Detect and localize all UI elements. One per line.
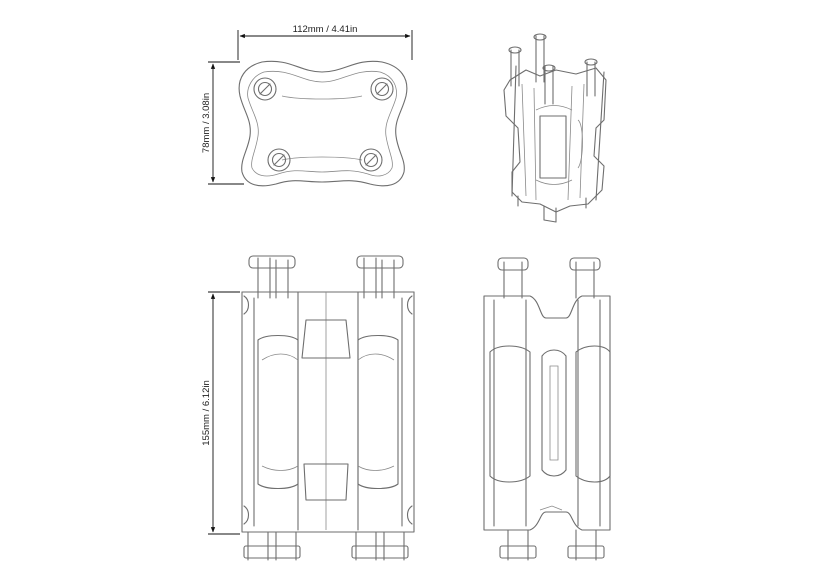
width-dimension-label: 112mm / 4.41in [293,24,358,35]
isometric-view [503,33,607,223]
height-dimension: 78mm / 3.08in [201,61,244,185]
bolt-head-icon [253,77,277,101]
front-view [241,255,415,561]
side-view [483,257,611,561]
height-dimension-label: 78mm / 3.08in [201,93,212,153]
length-dimension-label: 155mm / 6.12in [201,380,212,445]
bolt-head-icon [267,148,291,172]
width-dimension: 112mm / 4.41in [237,24,413,60]
length-dimension: 155mm / 6.12in [201,291,240,535]
bolt-head-icon [370,77,394,101]
top-view-clamp-plate [238,60,408,187]
bolt-head-icon [359,148,383,172]
